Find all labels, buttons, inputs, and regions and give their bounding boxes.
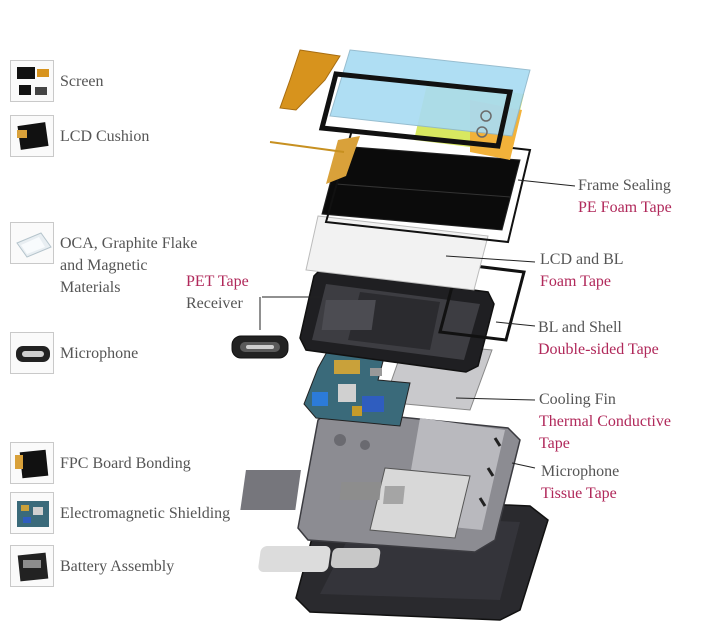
callout-microphone-tape: Tissue Tape	[541, 485, 617, 502]
callout-lcd-bl: LCD and BL Foam Tape	[540, 249, 624, 293]
legend-label-oca-line1: OCA, Graphite Flake	[60, 235, 198, 252]
callout-lcd-bl-tape: Foam Tape	[540, 273, 612, 290]
callout-microphone: Microphone Tissue Tape	[541, 461, 619, 505]
screen-thumbnail-icon	[10, 60, 54, 102]
callout-cooling-fin-tape-line1: Thermal Conductive	[539, 413, 671, 430]
callout-bl-shell: BL and Shell Double-sided Tape	[538, 317, 659, 361]
callout-microphone-part: Microphone	[541, 463, 620, 480]
leader-lines	[259, 179, 576, 469]
callout-bl-shell-part: BL and Shell	[538, 319, 622, 336]
legend-label-oca-line3: Materials	[60, 279, 121, 296]
middle-shell	[299, 269, 495, 373]
battery-thumbnail-icon	[10, 545, 54, 587]
callout-frame-sealing-part: Frame Sealing	[578, 177, 671, 194]
callout-lcd-bl-part: LCD and BL	[540, 251, 624, 268]
screen-assembly	[269, 49, 531, 184]
legend-label-fpc: FPC Board Bonding	[60, 455, 191, 472]
callout-bl-shell-tape: Double-sided Tape	[538, 341, 659, 358]
callout-cooling-fin-tape-line2: Tape	[539, 435, 570, 452]
callout-pet-receiver-part: Receiver	[186, 295, 243, 312]
oca-thumbnail-icon	[10, 222, 54, 264]
microphone-thumbnail-icon	[10, 332, 54, 374]
legend-label-screen: Screen	[60, 73, 104, 90]
callout-cooling-fin: Cooling Fin Thermal Conductive Tape	[539, 389, 671, 455]
mainboard	[303, 349, 411, 427]
inner-frame-battery	[240, 409, 521, 553]
bl-shell-foam-frame	[438, 262, 526, 342]
callout-pet-receiver-tape: PET Tape	[186, 273, 249, 290]
legend-label-oca-line2: and Magnetic	[60, 257, 148, 274]
legend-label-battery: Battery Assembly	[60, 558, 175, 575]
shielding-thumbnail-icon	[10, 492, 54, 534]
callout-cooling-fin-part: Cooling Fin	[539, 391, 616, 408]
fpc-board-thumbnail-icon	[10, 442, 54, 484]
callout-frame-sealing: Frame Sealing PE Foam Tape	[578, 175, 672, 219]
legend-label-lcd-cushion: LCD Cushion	[60, 128, 150, 145]
lcd-cushion-thumbnail-icon	[10, 115, 54, 157]
lcd-panel	[321, 145, 521, 231]
legend-label-oca: OCA, Graphite Flake and Magnetic Materia…	[60, 233, 197, 299]
callout-frame-sealing-tape: PE Foam Tape	[578, 199, 672, 216]
legend-label-microphone: Microphone	[60, 345, 139, 362]
receiver-part	[231, 335, 289, 359]
legend-label-shielding: Electromagnetic Shielding	[60, 505, 231, 522]
callout-pet-receiver: PET Tape Receiver	[186, 271, 249, 315]
